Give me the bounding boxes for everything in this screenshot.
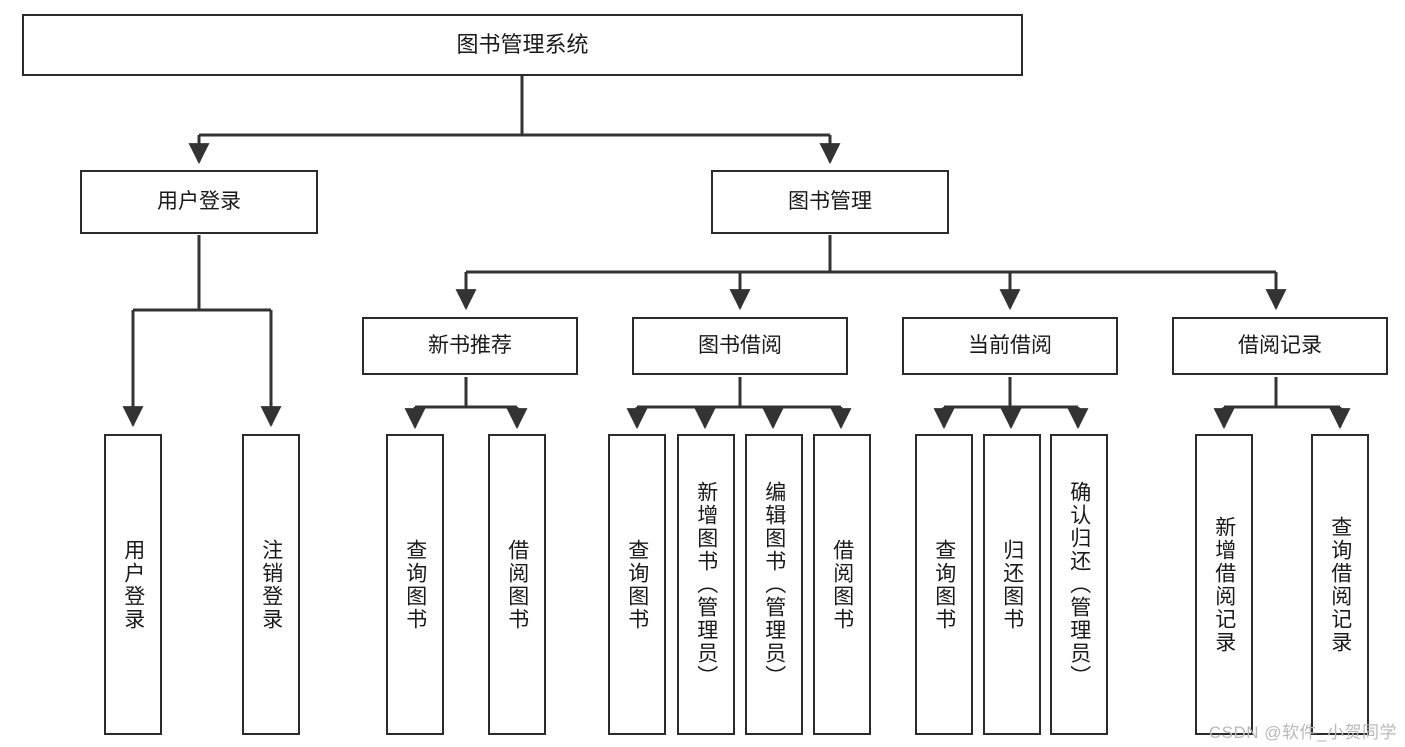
leaf-add-book-admin[interactable]: 新增图书（管理员） — [677, 434, 735, 735]
node-root-book-management-system[interactable]: 图书管理系统 — [22, 14, 1023, 76]
node-label: 查询图书 — [625, 538, 649, 631]
node-book-borrowing[interactable]: 图书借阅 — [632, 317, 848, 375]
leaf-search-books-current[interactable]: 查询图书 — [915, 434, 973, 735]
node-label: 用户登录 — [157, 190, 241, 214]
node-label: 当前借阅 — [968, 334, 1052, 358]
leaf-search-borrow-record[interactable]: 查询借阅记录 — [1311, 434, 1369, 735]
node-label: 借阅记录 — [1238, 334, 1322, 358]
leaf-search-books-borrow[interactable]: 查询图书 — [608, 434, 666, 735]
node-label: 图书管理 — [788, 190, 872, 214]
node-label: 图书管理系统 — [456, 31, 589, 57]
leaf-confirm-return-admin[interactable]: 确认归还（管理员） — [1050, 434, 1108, 735]
node-label: 查询借阅记录 — [1328, 515, 1352, 654]
leaf-user-login[interactable]: 用户登录 — [104, 434, 162, 735]
node-current-borrowing[interactable]: 当前借阅 — [902, 317, 1118, 375]
node-user-login[interactable]: 用户登录 — [80, 170, 318, 234]
node-label: 查询图书 — [403, 538, 427, 631]
node-label: 新增借阅记录 — [1212, 515, 1236, 654]
node-label: 注销登录 — [259, 538, 283, 631]
leaf-borrow-books[interactable]: 借阅图书 — [813, 434, 871, 735]
node-label: 借阅图书 — [830, 538, 854, 631]
leaf-edit-book-admin[interactable]: 编辑图书（管理员） — [745, 434, 803, 735]
leaf-logout[interactable]: 注销登录 — [242, 434, 300, 735]
node-label: 新增图书（管理员） — [694, 481, 718, 688]
leaf-return-books[interactable]: 归还图书 — [983, 434, 1041, 735]
node-borrow-records[interactable]: 借阅记录 — [1172, 317, 1388, 375]
leaf-borrow-books-newbook[interactable]: 借阅图书 — [488, 434, 546, 735]
node-label: 确认归还（管理员） — [1067, 481, 1091, 688]
leaf-search-books-newbook[interactable]: 查询图书 — [386, 434, 444, 735]
node-label: 借阅图书 — [505, 538, 529, 631]
node-label: 新书推荐 — [428, 334, 512, 358]
node-label: 归还图书 — [1000, 538, 1024, 631]
node-new-book-recommendation[interactable]: 新书推荐 — [362, 317, 578, 375]
node-label: 图书借阅 — [698, 334, 782, 358]
node-label: 编辑图书（管理员） — [762, 481, 786, 688]
node-label: 用户登录 — [121, 538, 145, 631]
node-label: 查询图书 — [932, 538, 956, 631]
leaf-add-borrow-record[interactable]: 新增借阅记录 — [1195, 434, 1253, 735]
node-book-management[interactable]: 图书管理 — [711, 170, 949, 234]
